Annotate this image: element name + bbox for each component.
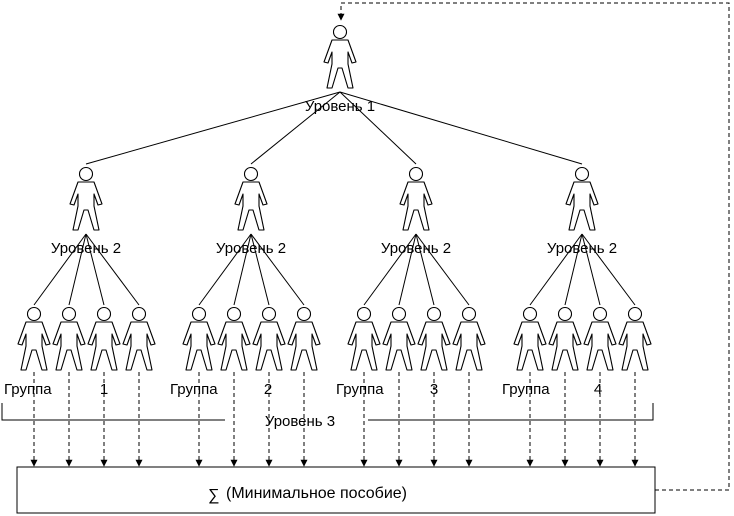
level3-bracket-right bbox=[368, 403, 654, 421]
person-icon-group3-member-4 bbox=[452, 306, 486, 371]
group-number-2: 2 bbox=[264, 381, 272, 398]
link-level2-4-to-member-2 bbox=[564, 233, 583, 306]
link-level2-1-to-member-1 bbox=[33, 233, 87, 306]
person-icon-level1 bbox=[323, 24, 357, 89]
people-layer bbox=[17, 24, 652, 371]
link-level1-to-level2-2 bbox=[250, 91, 341, 165]
person-icon-level2-4 bbox=[565, 166, 599, 231]
link-level1-to-level2-3 bbox=[339, 91, 417, 165]
hierarchy-links bbox=[33, 91, 636, 306]
link-level2-1-to-member-4 bbox=[85, 233, 140, 306]
group-word-2: Группа bbox=[170, 381, 218, 398]
level1-label: Уровень 1 bbox=[305, 98, 375, 115]
group-number-1: 1 bbox=[100, 381, 108, 398]
group-word-4: Группа bbox=[502, 381, 550, 398]
person-icon-group3-member-3 bbox=[417, 306, 451, 371]
link-level2-1-to-member-2 bbox=[68, 233, 87, 306]
sum-box bbox=[16, 466, 656, 514]
link-level2-3-to-member-1 bbox=[363, 233, 417, 306]
person-icon-group4-member-2 bbox=[548, 306, 582, 371]
person-icon-group2-member-1 bbox=[182, 306, 216, 371]
person-icon-group1-member-3 bbox=[87, 306, 121, 371]
link-level2-1-to-member-3 bbox=[85, 233, 105, 306]
sum-box-text: (Минимальное пособие) bbox=[226, 485, 407, 502]
person-icon-group2-member-4 bbox=[287, 306, 321, 371]
link-level2-2-to-member-2 bbox=[233, 233, 252, 306]
link-level2-2-to-member-3 bbox=[250, 233, 270, 306]
person-icon-level2-1 bbox=[69, 166, 103, 231]
person-icon-level2-2 bbox=[234, 166, 268, 231]
link-level2-3-to-member-3 bbox=[415, 233, 435, 306]
person-icon-group2-member-2 bbox=[217, 306, 251, 371]
level2-label-4: Уровень 2 bbox=[547, 240, 617, 257]
person-icon-group3-member-2 bbox=[382, 306, 416, 371]
person-icon-level2-3 bbox=[399, 166, 433, 231]
level3-label: Уровень 3 bbox=[265, 413, 335, 430]
group-number-4: 4 bbox=[594, 381, 602, 398]
person-icon-group2-member-3 bbox=[252, 306, 286, 371]
link-level2-4-to-member-3 bbox=[581, 233, 601, 306]
person-icon-group1-member-1 bbox=[17, 306, 51, 371]
group-word-3: Группа bbox=[336, 381, 384, 398]
person-icon-group4-member-4 bbox=[618, 306, 652, 371]
contribution-arrows bbox=[30, 372, 639, 467]
link-level2-2-to-member-1 bbox=[198, 233, 252, 306]
person-icon-group4-member-1 bbox=[513, 306, 547, 371]
level2-label-1: Уровень 2 bbox=[51, 240, 121, 257]
link-level1-to-level2-4 bbox=[339, 91, 583, 165]
person-icon-group4-member-3 bbox=[583, 306, 617, 371]
person-icon-group1-member-2 bbox=[52, 306, 86, 371]
sum-symbol: ∑ bbox=[208, 487, 219, 504]
group-number-3: 3 bbox=[430, 381, 438, 398]
link-level2-3-to-member-2 bbox=[398, 233, 417, 306]
feedback-arrow bbox=[337, 2, 730, 491]
link-level2-3-to-member-4 bbox=[415, 233, 470, 306]
link-level2-4-to-member-4 bbox=[581, 233, 636, 306]
group-word-1: Группа bbox=[4, 381, 52, 398]
link-level2-2-to-member-4 bbox=[250, 233, 305, 306]
link-level1-to-level2-1 bbox=[85, 91, 341, 165]
level2-label-2: Уровень 2 bbox=[216, 240, 286, 257]
level3-bracket-left bbox=[1, 403, 225, 421]
person-icon-group3-member-1 bbox=[347, 306, 381, 371]
level2-label-3: Уровень 2 bbox=[381, 240, 451, 257]
link-level2-4-to-member-1 bbox=[529, 233, 583, 306]
person-icon-group1-member-4 bbox=[122, 306, 156, 371]
